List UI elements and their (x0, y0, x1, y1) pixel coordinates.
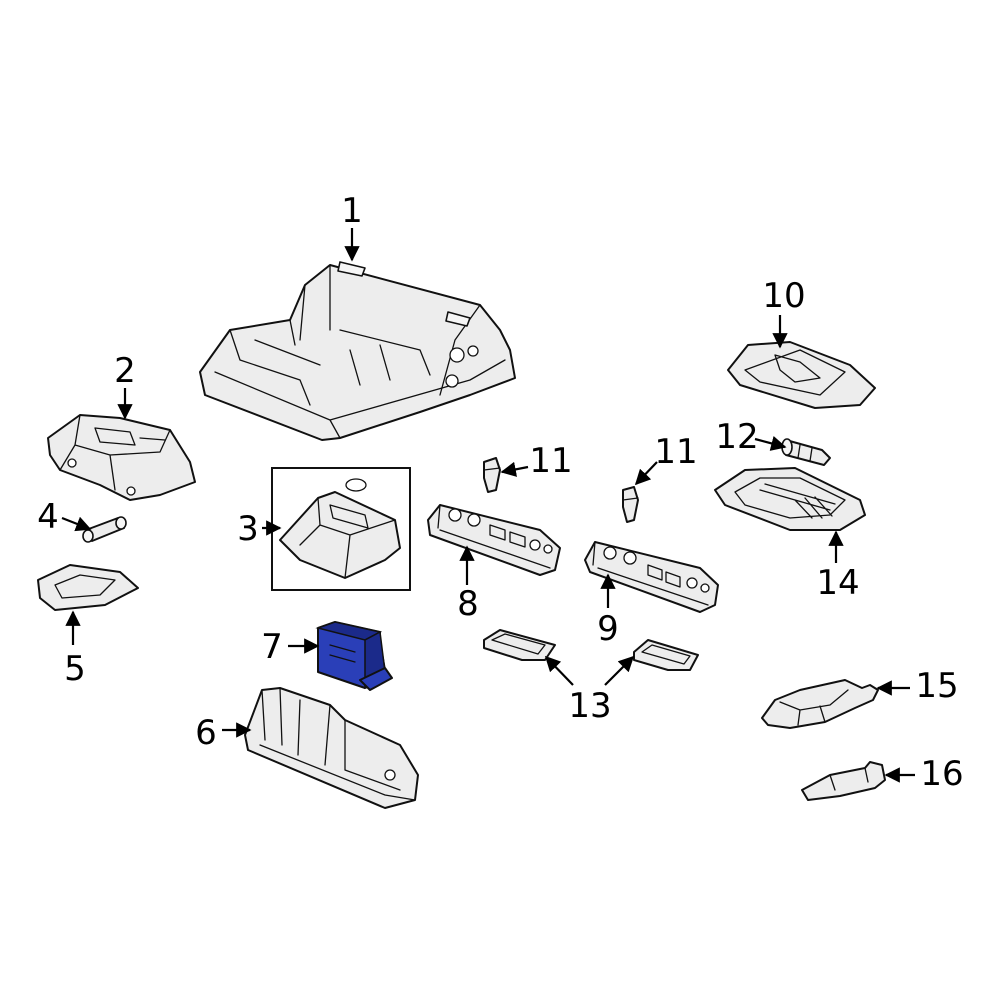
leader-4 (61, 516, 92, 532)
part-16-bracket[interactable] (801, 761, 886, 801)
part-1-console-housing[interactable] (199, 261, 516, 441)
callout-6: 6 (195, 713, 217, 753)
part-6-lamp-housing[interactable] (244, 687, 419, 809)
callout-11a: 11 (529, 441, 572, 481)
callout-12: 12 (715, 417, 758, 457)
leader-13b (604, 655, 635, 686)
callout-4: 4 (37, 497, 59, 537)
callout-labels: 1 2 3 4 5 6 7 8 9 10 11 11 12 13 14 15 1… (37, 191, 963, 794)
part-2-map-lamp[interactable] (47, 414, 196, 501)
callout-11b: 11 (654, 432, 697, 472)
part-11-socket-left[interactable] (483, 457, 501, 493)
part-9-lamp-base[interactable] (584, 541, 719, 613)
callout-7: 7 (261, 627, 283, 667)
part-4-bulb[interactable] (82, 516, 127, 543)
part-7-control-module-highlighted[interactable] (315, 621, 393, 691)
callout-15: 15 (915, 666, 958, 706)
leader-12 (754, 435, 787, 451)
callout-10: 10 (762, 276, 805, 316)
callout-14: 14 (816, 563, 859, 603)
part-8-lamp-base[interactable] (427, 504, 561, 576)
callout-13: 13 (568, 686, 611, 726)
part-11-socket-right[interactable] (622, 486, 639, 523)
leader-11a (500, 461, 529, 477)
callout-2: 2 (114, 351, 136, 391)
callout-16: 16 (920, 754, 963, 794)
callout-5: 5 (64, 649, 86, 689)
callout-1: 1 (341, 191, 363, 231)
part-12-bulb[interactable] (781, 438, 831, 466)
leader-lines (61, 228, 915, 783)
callout-3: 3 (237, 509, 259, 549)
part-10-dome-lamp[interactable] (727, 341, 876, 409)
leader-13a (544, 655, 574, 686)
callout-9: 9 (597, 609, 619, 649)
callout-8: 8 (457, 584, 479, 624)
part-5-lens[interactable] (37, 564, 139, 611)
leader-11b (634, 461, 658, 486)
part-14-dome-lens[interactable] (714, 467, 866, 531)
part-3-lamp-unit[interactable] (279, 478, 401, 579)
part-13-lens-left[interactable] (483, 629, 556, 661)
part-15-lamp-assembly[interactable] (761, 679, 879, 729)
part-13-lens-right[interactable] (633, 639, 699, 671)
